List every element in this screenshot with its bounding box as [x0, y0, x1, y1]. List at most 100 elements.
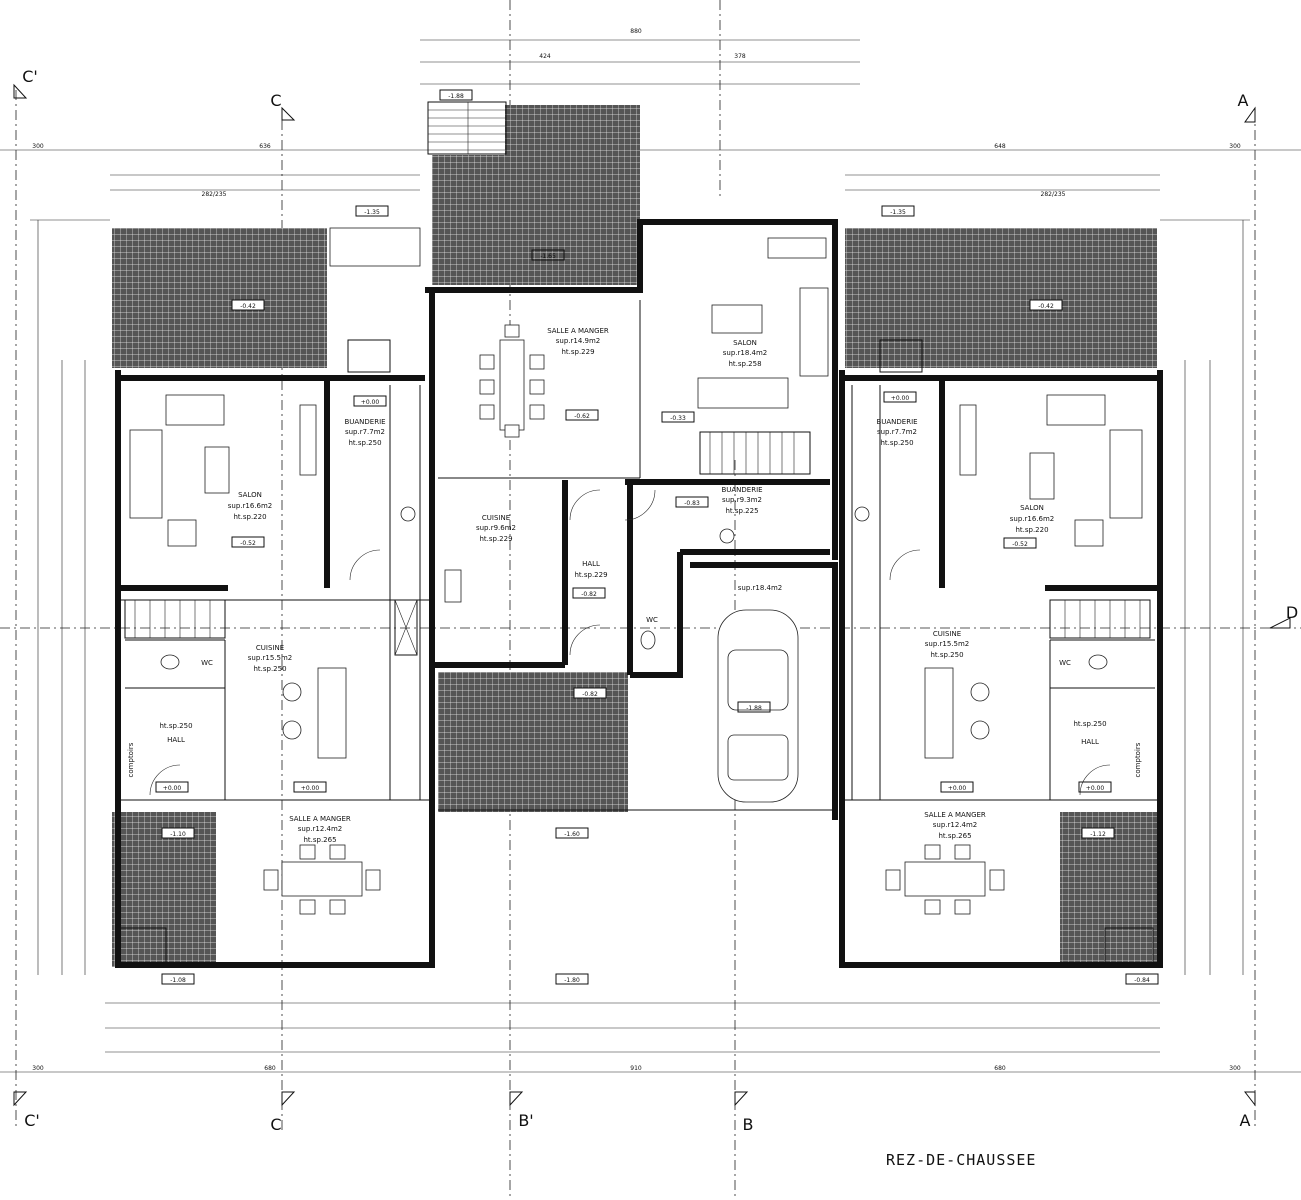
level-tag: +0.00: [883, 391, 917, 403]
right-salon-name: SALON: [1020, 504, 1044, 512]
level-tag: -0.82: [572, 587, 606, 599]
level-tag: -1.88: [439, 89, 473, 101]
rooms-left: SALON sup.r16.6m2 ht.sp.220 BUANDERIE su…: [127, 418, 386, 844]
svg-text:-0.62: -0.62: [574, 413, 590, 420]
svg-text:-0.84: -0.84: [1134, 977, 1150, 984]
level-tag: +0.00: [353, 395, 387, 407]
svg-text:-1.65: -1.65: [540, 253, 556, 260]
right-hall-height: ht.sp.250: [1073, 720, 1106, 728]
svg-text:-1.10: -1.10: [170, 831, 186, 838]
level-tag: -0.82: [573, 687, 607, 699]
section-c-prime-bottom: C': [24, 1111, 40, 1130]
svg-text:+0.00: +0.00: [361, 399, 380, 406]
level-tag: -1.10: [161, 827, 195, 839]
partitions: [118, 300, 1160, 811]
right-salle-area: sup.r12.4m2: [933, 821, 978, 829]
left-hall-height: ht.sp.250: [159, 722, 192, 730]
left-comptoirs: comptoirs: [127, 742, 135, 777]
right-salle-height: ht.sp.265: [938, 832, 971, 840]
section-c-top: C: [270, 91, 281, 110]
dim-bottom-margin-left: 300: [32, 1065, 44, 1072]
left-buanderie-area: sup.r7.7m2: [345, 428, 385, 436]
svg-text:-1.35: -1.35: [890, 209, 906, 216]
furniture: [129, 237, 1143, 915]
dim-opening-left: 282/235: [202, 191, 227, 198]
right-wc-name: WC: [1059, 659, 1071, 667]
right-salon-height: ht.sp.220: [1015, 526, 1048, 534]
svg-text:+0.00: +0.00: [163, 785, 182, 792]
level-tags: -1.88 -1.65 -1.35 -1.35 -0.42 -0.42 -0.5…: [155, 89, 1159, 985]
dim-top-left: 424: [539, 53, 551, 60]
svg-text:-1.80: -1.80: [564, 977, 580, 984]
section-c-bottom: C: [270, 1115, 281, 1134]
center-wc-name: WC: [646, 616, 658, 624]
left-cuisine-height: ht.sp.250: [253, 665, 286, 673]
section-c-prime-top: C': [22, 67, 38, 86]
left-cuisine-area: sup.r15.5m2: [248, 654, 293, 662]
center-salle-area: sup.r14.9m2: [556, 337, 601, 345]
left-salle-name: SALLE A MANGER: [289, 815, 351, 823]
level-tag: -0.52: [1003, 537, 1037, 549]
svg-text:-1.88: -1.88: [448, 93, 464, 100]
interior-stairs: [117, 339, 1154, 967]
center-salon-area: sup.r18.4m2: [723, 349, 768, 357]
dim-bottom-left: 680: [264, 1065, 276, 1072]
rooms-center: SALLE A MANGER sup.r14.9m2 ht.sp.229 SAL…: [476, 327, 782, 624]
terraces: [112, 105, 1160, 967]
svg-text:-0.83: -0.83: [684, 500, 700, 507]
overall-dimensions: 880 424 378 636 648 300 300 282/235 282/…: [32, 28, 1241, 1072]
right-salle-name: SALLE A MANGER: [924, 811, 986, 819]
svg-text:-1.35: -1.35: [364, 209, 380, 216]
left-salle-area: sup.r12.4m2: [298, 825, 343, 833]
level-tag: +0.00: [293, 781, 327, 793]
level-tag: -1.35: [881, 205, 915, 217]
level-tag: -0.42: [231, 299, 265, 311]
svg-text:-0.42: -0.42: [240, 303, 256, 310]
walls: [115, 219, 1163, 968]
svg-text:+0.00: +0.00: [948, 785, 967, 792]
svg-text:+0.00: +0.00: [301, 785, 320, 792]
dim-bottom-margin-right: 300: [1229, 1065, 1241, 1072]
level-tag: -1.80: [555, 973, 589, 985]
right-cuisine-name: CUISINE: [933, 630, 961, 638]
svg-text:-0.82: -0.82: [581, 591, 597, 598]
rooms-right: SALON sup.r16.6m2 ht.sp.220 BUANDERIE su…: [876, 418, 1142, 840]
svg-text:-0.33: -0.33: [670, 415, 686, 422]
right-buanderie-height: ht.sp.250: [880, 439, 913, 447]
dim-margin-left: 300: [32, 143, 44, 150]
right-hall-name: HALL: [1081, 738, 1099, 746]
center-hall-height: ht.sp.229: [574, 571, 607, 579]
dim-bottom-right: 680: [994, 1065, 1006, 1072]
center-buanderie-area: sup.r9.3m2: [722, 496, 762, 504]
section-a-top: A: [1238, 91, 1249, 110]
center-salon-name: SALON: [733, 339, 757, 347]
center-salon-height: ht.sp.258: [728, 360, 761, 368]
section-b-prime-bottom: B': [518, 1111, 533, 1130]
left-salon-area: sup.r16.6m2: [228, 502, 273, 510]
left-salon-name: SALON: [238, 491, 262, 499]
center-salle-height: ht.sp.229: [561, 348, 594, 356]
level-tag: -0.33: [661, 411, 695, 423]
svg-text:-0.82: -0.82: [582, 691, 598, 698]
section-d: D: [1286, 603, 1298, 622]
entry-stair: [427, 101, 507, 155]
level-tag: -0.83: [675, 496, 709, 508]
svg-text:-0.42: -0.42: [1038, 303, 1054, 310]
right-buanderie-area: sup.r7.7m2: [877, 428, 917, 436]
drawing-title: REZ-DE-CHAUSSEE: [886, 1151, 1036, 1169]
left-buanderie-name: BUANDERIE: [344, 418, 385, 426]
level-tag: +0.00: [1078, 781, 1112, 793]
level-tag: -1.35: [355, 205, 389, 217]
section-a-bottom: A: [1240, 1111, 1251, 1130]
svg-text:-1.08: -1.08: [170, 977, 186, 984]
dim-upper-right: 648: [994, 143, 1006, 150]
left-wc-name: WC: [201, 659, 213, 667]
level-tag: -1.88: [737, 701, 771, 713]
svg-text:-1.12: -1.12: [1090, 831, 1106, 838]
level-tag: +0.00: [940, 781, 974, 793]
svg-text:+0.00: +0.00: [891, 395, 910, 402]
left-salon-height: ht.sp.220: [233, 513, 266, 521]
section-b-bottom: B: [743, 1115, 754, 1134]
